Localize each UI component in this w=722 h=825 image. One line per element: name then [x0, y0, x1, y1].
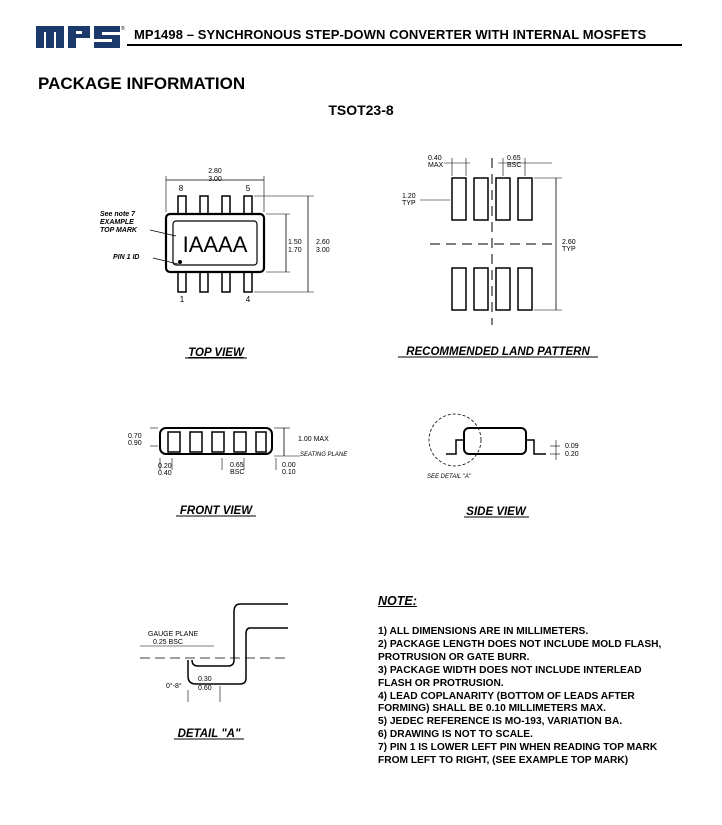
detail-a-caption: DETAIL "A"	[178, 728, 241, 740]
top-mark-text: IAAAA	[183, 232, 248, 257]
top-width-dim-1: 2.80	[208, 168, 222, 175]
front-thick-1: 0.70	[128, 433, 142, 440]
detail-foot-2: 0.60	[198, 685, 212, 692]
front-pitch-2: BSC	[230, 469, 244, 476]
note-item: 7) PIN 1 IS LOWER LEFT PIN WHEN READING …	[378, 742, 658, 767]
top-view	[149, 176, 314, 293]
land-span-2: TYP	[562, 246, 576, 253]
top-width-dim-2: 3.00	[208, 176, 222, 183]
land-pattern-caption: RECOMMENDED LAND PATTERN	[406, 346, 590, 358]
document-title: MP1498 – SYNCHRONOUS STEP-DOWN CONVERTER…	[134, 27, 647, 42]
pin-1-label: 1	[180, 295, 185, 304]
land-pad-len-1: 1.20	[402, 193, 416, 200]
note-item: 2) PACKAGE LENGTH DOES NOT INCLUDE MOLD …	[378, 638, 662, 663]
side-see-detail: SEE DETAIL "A"	[427, 474, 472, 480]
note7-label-3: TOP MARK	[100, 227, 138, 234]
note7-label-1: See note 7	[100, 211, 136, 218]
front-view-caption: FRONT VIEW	[180, 505, 253, 517]
note-item: 5) JEDEC REFERENCE IS MO-193, VARIATION …	[378, 716, 623, 728]
land-pattern	[420, 158, 562, 325]
side-lead-thick-2: 0.20	[565, 451, 579, 458]
section-title: PACKAGE INFORMATION	[38, 74, 246, 93]
side-view	[428, 413, 560, 467]
header-rule	[127, 44, 682, 46]
package-name: TSOT23-8	[328, 102, 394, 118]
side-view-caption: SIDE VIEW	[466, 506, 527, 518]
top-body-dim-2: 1.70	[288, 247, 302, 254]
side-lead-thick-1: 0.09	[565, 443, 579, 450]
front-seating: SEATING PLANE	[300, 452, 348, 458]
detail-angle: 0°-8°	[166, 682, 182, 690]
front-height: 1.00 MAX	[298, 436, 329, 443]
land-pitch-2: BSC	[507, 162, 521, 169]
land-pitch-1: 0.65	[507, 155, 521, 162]
note-item: 6) DRAWING IS NOT TO SCALE.	[378, 729, 533, 741]
logo-trademark: ®	[121, 25, 125, 32]
front-pitch-1: 0.65	[230, 462, 244, 469]
page-header: ® MP1498 – SYNCHRONOUS STEP-DOWN CONVERT…	[0, 0, 722, 60]
pin-8-label: 8	[179, 184, 184, 193]
notes-list: 1) ALL DIMENSIONS ARE IN MILLIMETERS. 2)…	[378, 626, 678, 768]
mps-logo: ®	[36, 25, 125, 48]
land-pad-width-2: MAX	[428, 162, 444, 169]
land-pad-width-1: 0.40	[428, 155, 442, 162]
top-total-dim-1: 2.60	[316, 239, 330, 246]
front-standoff-1: 0.00	[282, 462, 296, 469]
land-pad-len-2: TYP	[402, 200, 416, 207]
notes-heading: NOTE:	[378, 594, 417, 608]
detail-gauge-dim: 0.25 BSC	[153, 639, 183, 646]
top-total-dim-2: 3.00	[316, 247, 330, 254]
pin1-id-label: PIN 1 ID	[113, 254, 139, 261]
pin-4-label: 4	[246, 295, 251, 304]
top-body-dim-1: 1.50	[288, 239, 302, 246]
note-item: 3) PACKAGE WIDTH DOES NOT INCLUDE INTERL…	[378, 664, 642, 689]
front-thick-2: 0.90	[128, 440, 142, 447]
front-lead-w-1: 0.20	[158, 463, 172, 470]
front-standoff-2: 0.10	[282, 469, 296, 476]
front-lead-w-2: 0.40	[158, 470, 172, 477]
note-item: 1) ALL DIMENSIONS ARE IN MILLIMETERS.	[378, 626, 589, 637]
top-view-caption: TOP VIEW	[188, 347, 245, 359]
detail-gauge-plane: GAUGE PLANE	[148, 631, 199, 638]
notes-section: NOTE: 1) ALL DIMENSIONS ARE IN MILLIMETE…	[378, 594, 678, 768]
pin-5-label: 5	[246, 184, 251, 193]
detail-foot-1: 0.30	[198, 676, 212, 683]
note-item: 4) LEAD COPLANARITY (BOTTOM OF LEADS AFT…	[378, 690, 635, 715]
land-span-1: 2.60	[562, 239, 576, 246]
note7-label-2: EXAMPLE	[100, 219, 134, 226]
detail-a	[140, 603, 290, 702]
front-view	[150, 427, 300, 470]
